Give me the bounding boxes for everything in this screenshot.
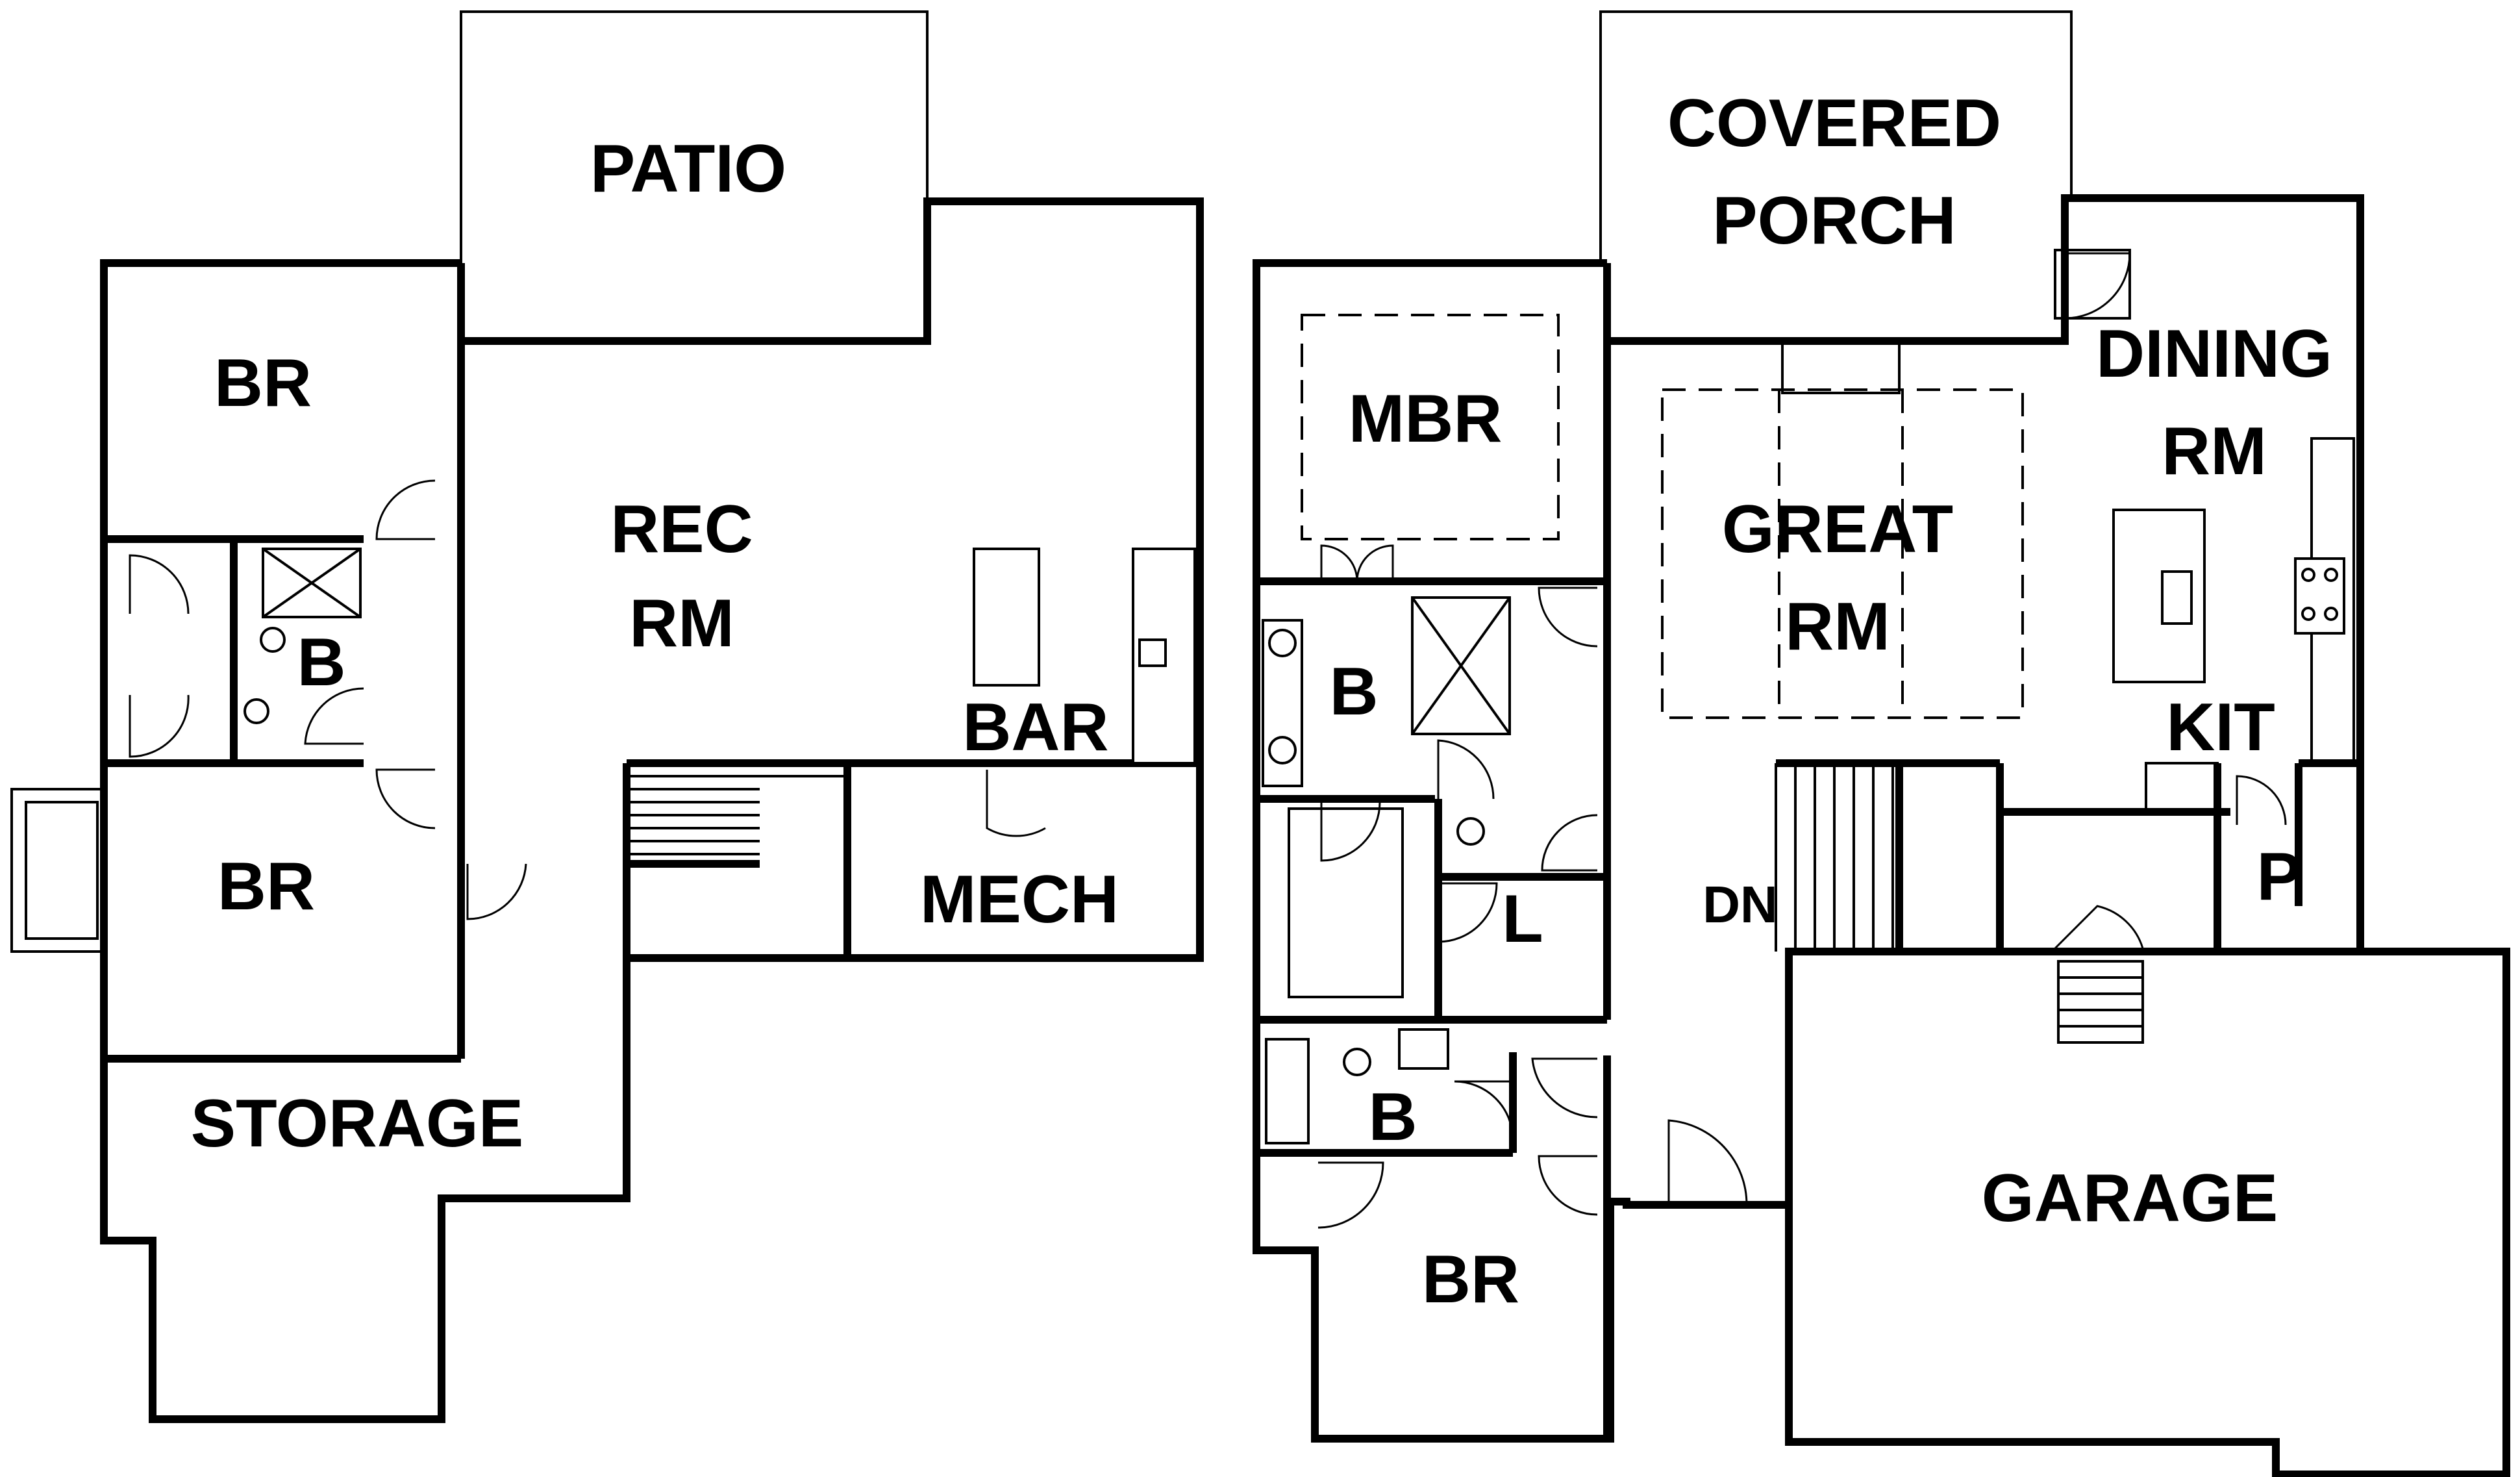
door-br-main — [1538, 1155, 1598, 1216]
label-hall-bath: B — [1368, 1079, 1417, 1155]
label-rec-rm-1: REC — [610, 492, 753, 567]
fireplace — [1781, 340, 1901, 394]
label-pantry: P — [2256, 839, 2301, 915]
door-porch — [2064, 252, 2131, 320]
label-garage: GARAGE — [1982, 1161, 2278, 1236]
label-covered-porch-2: PORCH — [1712, 183, 1956, 259]
door-hall-bath — [1454, 1080, 1514, 1141]
lower-stairs — [627, 775, 847, 868]
door-entry — [1667, 1119, 1748, 1206]
mbr-tray-ceiling — [1301, 314, 1560, 540]
label-mech: MECH — [920, 862, 1119, 937]
door-hall-linen — [1531, 1057, 1598, 1118]
door-bath-b — [129, 694, 190, 758]
burner-2 — [2324, 568, 2338, 582]
window-bay — [10, 788, 105, 953]
burner-3 — [2301, 607, 2315, 621]
door-mech — [986, 770, 1046, 837]
lower-level-plan — [10, 10, 1204, 1423]
patio-outline — [460, 10, 929, 341]
burner-1 — [2301, 568, 2315, 582]
door-pantry — [2236, 775, 2287, 826]
label-laundry: L — [1502, 881, 1543, 957]
fridge — [2145, 762, 2219, 813]
hall-vanity — [1398, 1028, 1449, 1070]
door-bath-a — [129, 554, 190, 614]
door-l-hall — [1541, 814, 1598, 872]
walk-in-closet — [1288, 807, 1404, 998]
bar-island — [973, 548, 1040, 687]
label-br-top: BR — [214, 346, 312, 421]
hall-tub — [1265, 1038, 1310, 1144]
label-great-rm-1: GREAT — [1722, 492, 1953, 567]
door-mbath — [1538, 587, 1598, 648]
door-br-top — [375, 479, 436, 540]
door-garage — [2051, 905, 2144, 953]
label-master-bath: B — [1329, 654, 1378, 729]
hall-toilet — [1343, 1048, 1371, 1076]
label-great-rm-2: RM — [1785, 589, 1890, 664]
door-mbr-a — [1320, 544, 1358, 582]
label-br-main: BR — [1422, 1242, 1519, 1317]
main-exterior-right — [1603, 194, 2364, 952]
door-br-bottom — [375, 768, 436, 829]
main-stairs — [1775, 763, 1903, 952]
label-storage: STORAGE — [191, 1086, 523, 1161]
garage-steps — [2057, 960, 2144, 1044]
label-patio: PATIO — [590, 131, 786, 207]
shower-x2 — [262, 548, 362, 618]
door-wc — [1437, 739, 1495, 800]
cooktop — [2294, 557, 2345, 635]
door-mbr-b — [1356, 544, 1394, 582]
porch-closet — [2054, 249, 2131, 320]
label-rec-rm-2: RM — [629, 586, 734, 661]
toilet-upper — [260, 627, 286, 653]
door-closet — [1320, 802, 1381, 862]
label-bar: BAR — [962, 690, 1108, 765]
door-br-closet — [1317, 1161, 1384, 1229]
bar-sink — [1138, 638, 1167, 667]
label-dn: DN — [1703, 876, 1778, 933]
label-bath-lower: B — [297, 625, 345, 700]
toilet-lower — [243, 698, 269, 724]
label-covered-porch-1: COVERED — [1667, 86, 2001, 161]
window-bay-inner — [25, 801, 99, 940]
main-level-plan — [1253, 10, 2510, 1477]
mbath-toilet — [1456, 817, 1485, 846]
island-sink — [2161, 570, 2193, 625]
label-dining-2: RM — [2162, 414, 2267, 489]
label-br-bottom: BR — [218, 849, 315, 924]
door-rec — [466, 863, 527, 920]
mbath-shower-x2 — [1411, 596, 1511, 735]
door-laundry — [1438, 882, 1498, 943]
mbath-sink-2 — [1268, 736, 1297, 764]
door-bath-c — [304, 687, 364, 745]
label-mbr: MBR — [1349, 381, 1503, 457]
porch-outline — [1599, 10, 2073, 263]
main-exterior-wall — [1253, 259, 2510, 1477]
label-kit: KIT — [2166, 690, 2275, 765]
lower-exterior-wall — [100, 197, 1204, 1423]
label-dining-1: DINING — [2096, 316, 2332, 392]
mbath-sink-1 — [1268, 629, 1297, 657]
great-rm-ceiling — [1661, 388, 2024, 719]
burner-4 — [2324, 607, 2338, 621]
